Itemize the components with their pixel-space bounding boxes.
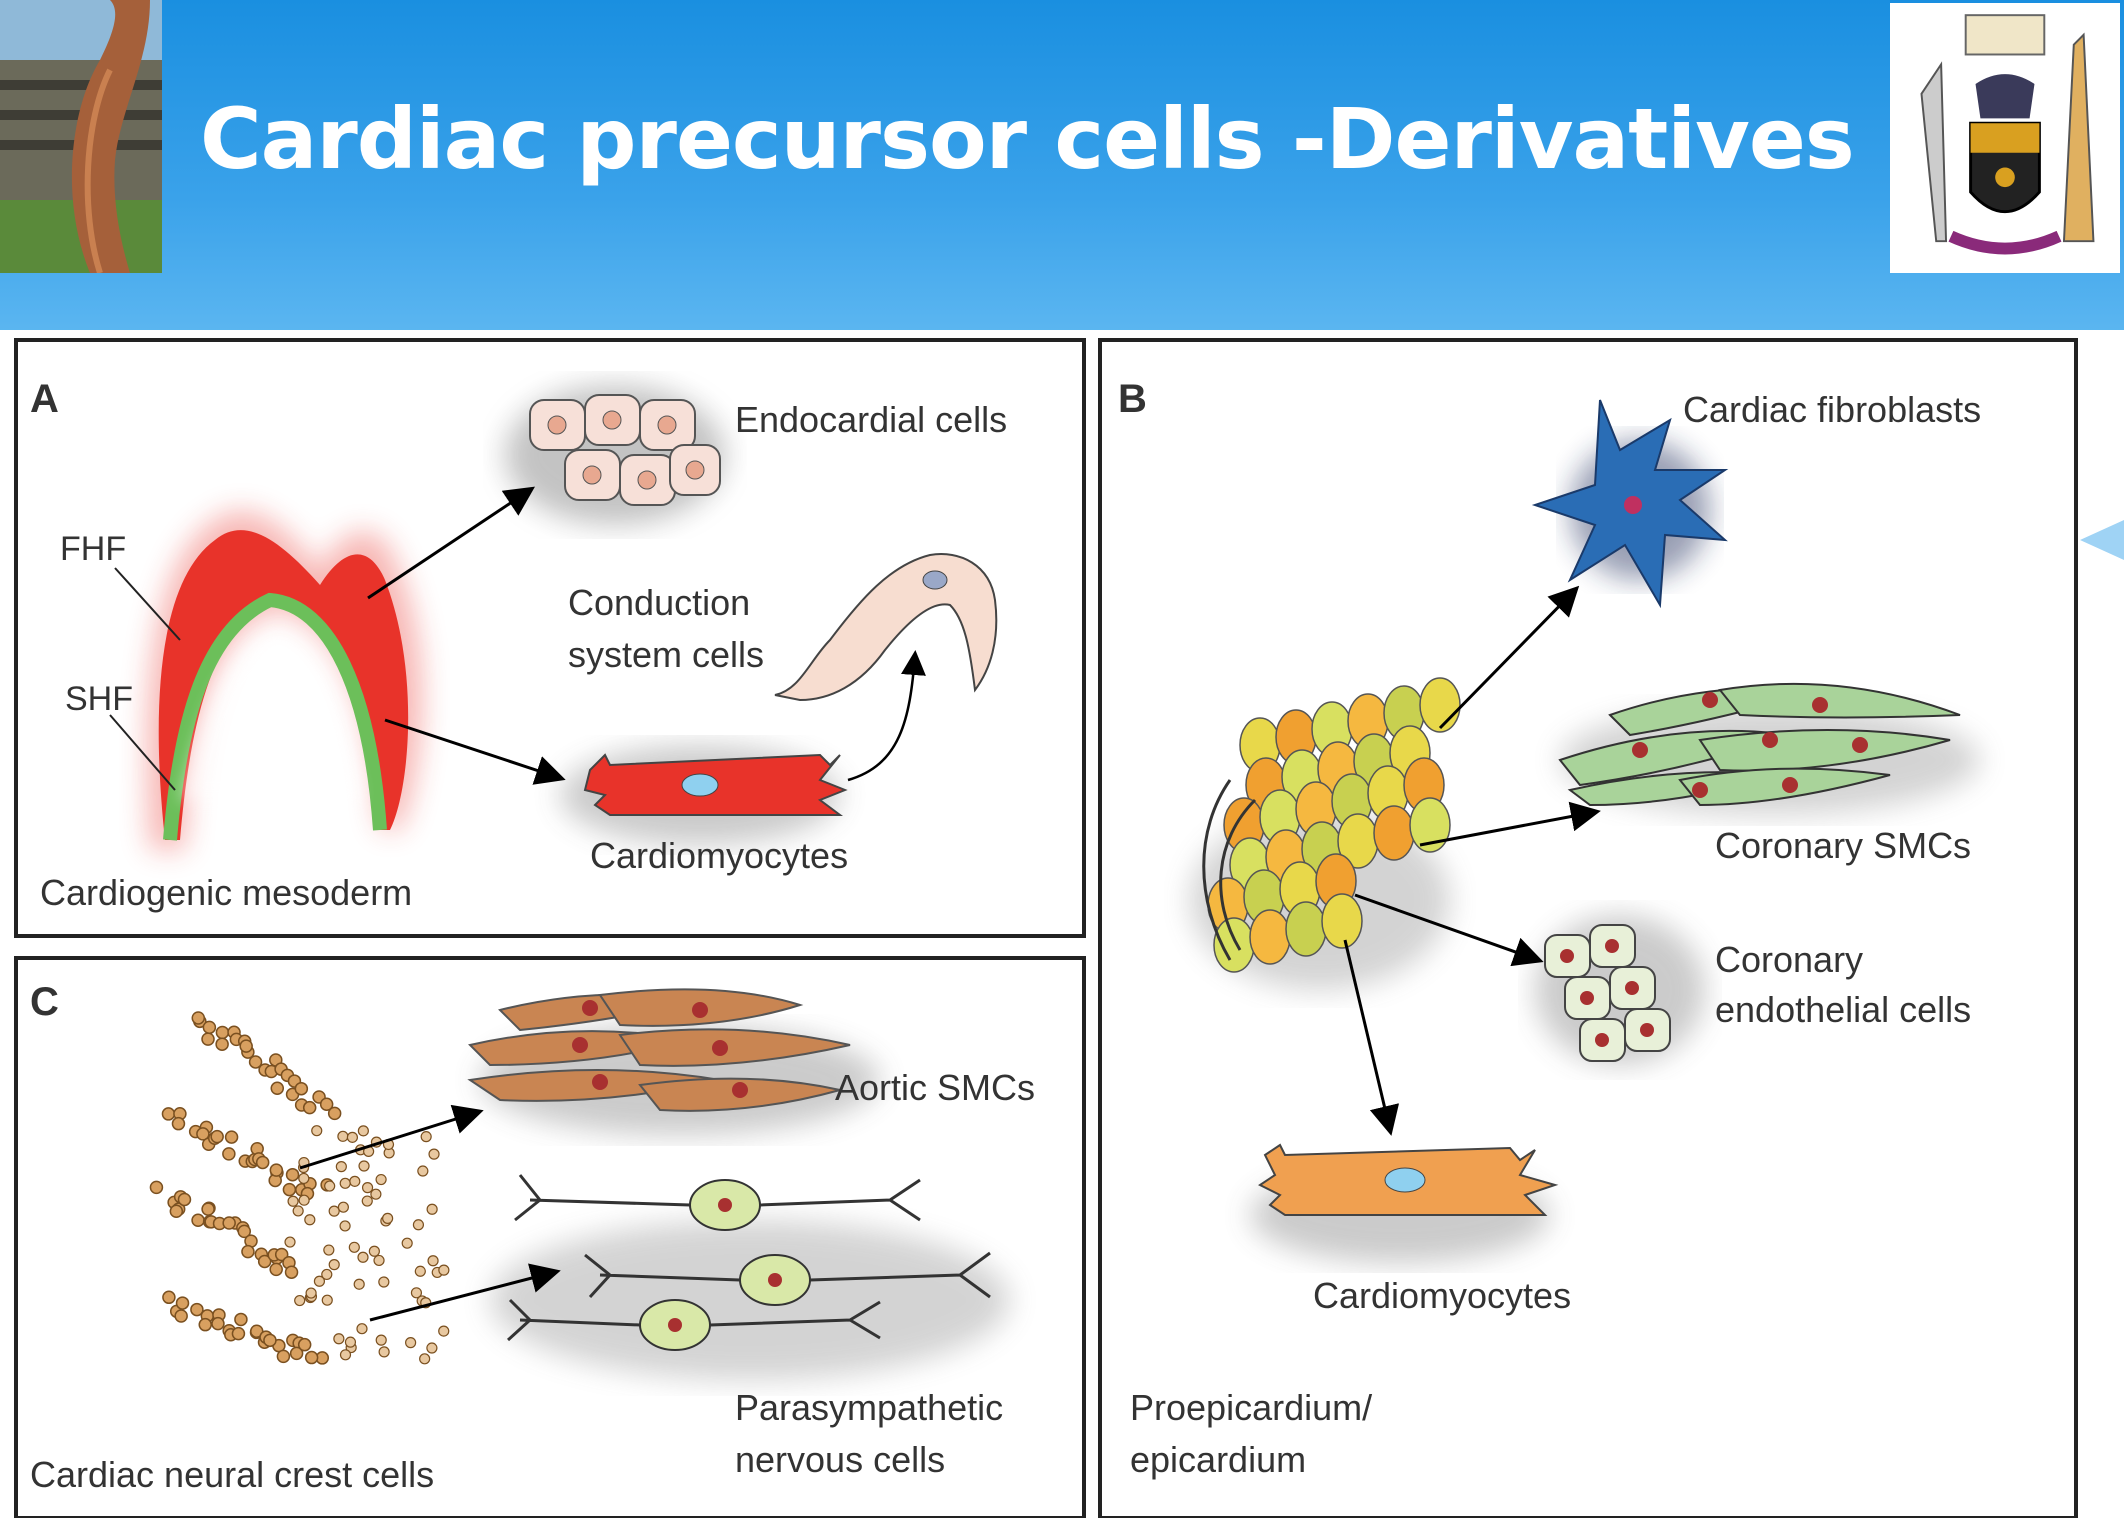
conduction-cell-icon — [774, 553, 998, 702]
endocardial-cells-label: Endocardial cells — [735, 399, 1007, 440]
cardiomyocytes-b-label: Cardiomyocytes — [1313, 1275, 1571, 1316]
shf-leader — [109, 714, 176, 791]
endocardial-cells-icon — [505, 385, 725, 525]
proepicardium-cluster-icon — [1190, 677, 1461, 990]
fhf-label: FHF — [60, 530, 126, 568]
cardiac-fibroblast-icon — [1531, 399, 1729, 609]
neural-crest-cells-icon — [149, 1011, 450, 1365]
panel-c-frame — [14, 956, 1086, 1518]
parasympathetic-line2-label: nervous cells — [735, 1439, 945, 1480]
cardiogenic-mesoderm-shape — [146, 510, 423, 850]
fhf-leader — [114, 567, 181, 641]
arrow-to-endocardial — [367, 486, 535, 600]
coronary-endothelial-icon — [1535, 915, 1705, 1065]
proepicardium-line2-label: epicardium — [1130, 1439, 1306, 1480]
slide-title: Cardiac precursor cells -Derivatives — [200, 90, 1855, 188]
aortic-smcs-icon — [467, 988, 880, 1135]
aortic-smcs-label: Aortic SMCs — [835, 1067, 1035, 1108]
cardiac-derivatives-figure: A FHF SHF Cardiogenic mesoderm Endocardi… — [0, 330, 2124, 1518]
arrow-to-coronary-smcs — [1419, 801, 1601, 847]
panel-c-letter: C — [30, 980, 59, 1024]
university-crest-logo — [1890, 3, 2120, 273]
arrow-to-aortic — [299, 1104, 484, 1170]
shf-label: SHF — [65, 680, 133, 718]
coronary-smcs-icon — [1558, 682, 1980, 815]
arrow-to-cardiomyocyte-b — [1343, 939, 1400, 1136]
arrow-to-conduction — [847, 650, 926, 782]
cardiomyocyte-b-icon — [1250, 1143, 1559, 1263]
cardiogenic-mesoderm-label: Cardiogenic mesoderm — [40, 872, 412, 913]
panel-b-frame — [1098, 338, 2078, 1518]
cardiac-fibroblasts-label: Cardiac fibroblasts — [1683, 389, 1981, 430]
proepicardium-line1-label: Proepicardium/ — [1130, 1387, 1372, 1428]
neural-crest-label: Cardiac neural crest cells — [30, 1454, 434, 1495]
arrow-to-fibroblasts — [1438, 585, 1580, 730]
panel-a-letter: A — [30, 377, 59, 421]
panel-a-frame — [14, 338, 1086, 938]
conduction-line1-label: Conduction — [568, 582, 750, 623]
arrow-to-coronary-endothelial — [1354, 893, 1544, 967]
parasympathetic-cells-icon — [490, 1174, 1010, 1380]
panel-b-letter: B — [1118, 377, 1147, 421]
slide-header — [0, 0, 2124, 360]
parasympathetic-line1-label: Parasympathetic — [735, 1387, 1003, 1428]
slide-chevron-decoration — [2080, 520, 2124, 560]
arrow-to-parasympathetic — [369, 1263, 561, 1322]
coronary-endothelial-line1-label: Coronary — [1715, 939, 1863, 980]
arrow-to-cardiomyocyte-a — [384, 718, 566, 785]
coronary-smcs-label: Coronary SMCs — [1715, 825, 1971, 866]
cardiomyocyte-a-icon — [560, 745, 848, 845]
campus-photo — [0, 0, 162, 273]
coronary-endothelial-line2-label: endothelial cells — [1715, 989, 1971, 1030]
conduction-line2-label: system cells — [568, 634, 764, 675]
cardiomyocytes-a-label: Cardiomyocytes — [590, 835, 848, 876]
